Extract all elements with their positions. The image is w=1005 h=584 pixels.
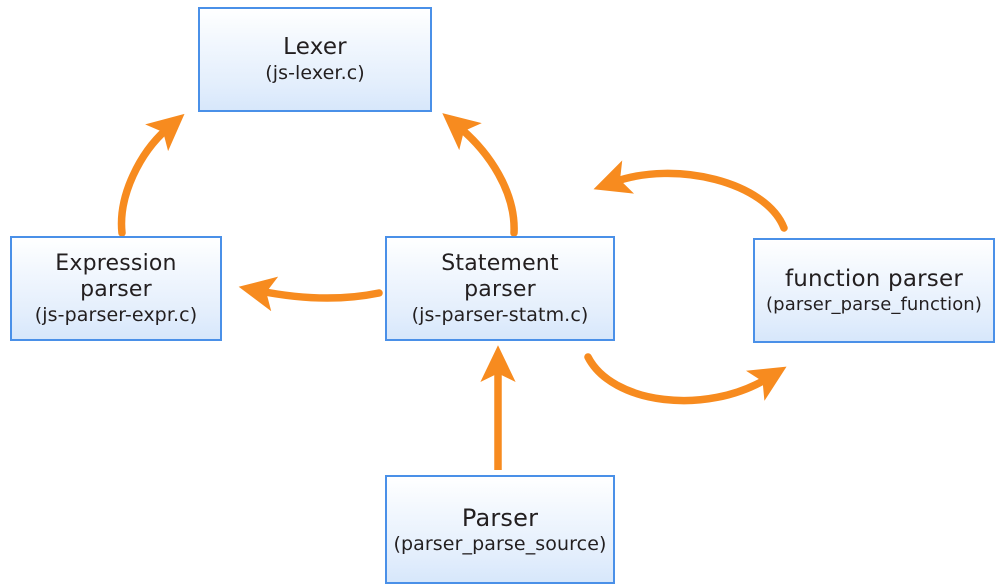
node-lexer-title: Lexer xyxy=(283,34,347,61)
node-statement-parser[interactable]: Statement parser (js-parser-statm.c) xyxy=(385,236,615,341)
node-parser-subtitle: (parser_parse_source) xyxy=(393,532,607,555)
node-expression-parser[interactable]: Expression parser (js-parser-expr.c) xyxy=(10,236,222,341)
node-function-parser-title: function parser xyxy=(784,265,963,292)
node-parser-title: Parser xyxy=(461,503,539,532)
edge-statement-to-expression xyxy=(238,276,383,312)
node-expression-parser-subtitle: (js-parser-expr.c) xyxy=(34,303,198,326)
edge-statement-to-lexer xyxy=(442,113,518,237)
node-function-parser-subtitle: (parser_parse_function) xyxy=(766,293,982,315)
node-statement-parser-subtitle: (js-parser-statm.c) xyxy=(411,303,589,326)
edge-function-to-statement xyxy=(593,160,788,232)
node-function-parser[interactable]: function parser (parser_parse_function) xyxy=(753,238,995,343)
edge-expression-to-lexer xyxy=(117,113,185,237)
node-statement-parser-title: Statement parser xyxy=(441,250,559,302)
edge-statement-to-function xyxy=(584,353,787,405)
node-lexer-subtitle: (js-lexer.c) xyxy=(265,62,365,85)
node-parser[interactable]: Parser (parser_parse_source) xyxy=(385,475,615,584)
node-lexer[interactable]: Lexer (js-lexer.c) xyxy=(198,7,432,112)
node-expression-parser-title: Expression parser xyxy=(55,250,177,302)
